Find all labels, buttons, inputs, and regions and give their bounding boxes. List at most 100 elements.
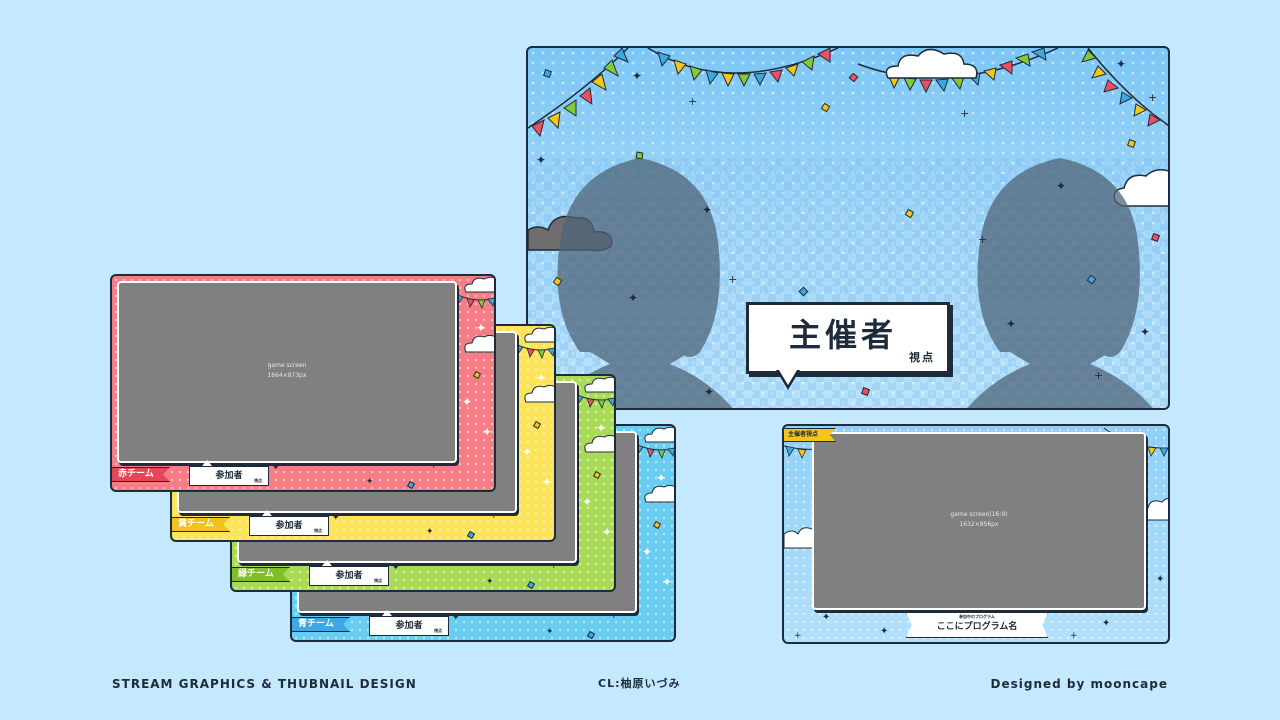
cloud-icon	[464, 334, 494, 353]
sparkle-icon: ✦	[642, 545, 653, 559]
sparkle-icon: ✦	[452, 613, 460, 623]
sparkle-icon: ✦	[1006, 317, 1017, 331]
screen-label-line-1: game screen	[267, 362, 307, 369]
screen-label-line-2: 1664×873px	[267, 372, 307, 379]
sparkle-icon: ✦	[482, 425, 493, 439]
participant-name-sub: 視点	[374, 578, 382, 583]
sparkle-icon: ✦	[582, 495, 593, 509]
sparkle-icon: ✦	[332, 513, 340, 523]
bunting-decoration	[632, 441, 674, 459]
sparkle-icon: ✦	[1102, 618, 1111, 629]
sparkle-icon: ✦	[1156, 574, 1165, 585]
sparkle-icon: ✦	[656, 471, 667, 485]
program-name-box: 参加中のプログラム ここにプログラム名	[906, 612, 1048, 638]
screen-label-line-1: game screen(16:9)	[950, 511, 1008, 518]
plus-sparkle-icon: +	[794, 631, 802, 641]
sparkle-icon: ✦	[596, 421, 607, 435]
host-caption-bubble: 主催者 視点	[746, 302, 950, 374]
team-tag: 青チーム	[292, 617, 350, 632]
program-name-caption: 参加中のプログラム	[959, 614, 995, 619]
plus-sparkle-icon: +	[610, 611, 618, 621]
participant-name: 参加者	[335, 571, 363, 581]
bubble-tail-inner	[779, 370, 797, 385]
participant-name-box: 参加者 視点	[189, 460, 269, 486]
sparkle-icon: ✦	[392, 563, 400, 573]
participant-name: 参加者	[395, 621, 423, 631]
participant-name-sub: 視点	[254, 478, 262, 483]
screen-size-label: game screen 1664×873px	[119, 361, 455, 381]
sparkle-icon: ✦	[486, 577, 494, 587]
sparkle-icon: ✦	[546, 627, 554, 637]
program-game-screen: game screen(16:9) 1632×856px	[812, 432, 1146, 610]
cloud-icon	[644, 484, 674, 503]
footer-client: CL:柚原いづみ	[598, 677, 681, 690]
participant-name-box: 参加者 視点	[369, 610, 449, 636]
participant-frame: ✦ ✦ ✦ ✦ ✦ + game screen 1664×873px 赤チーム …	[110, 274, 496, 492]
team-tag: 赤チーム	[112, 467, 170, 482]
plus-sparkle-icon: +	[550, 561, 558, 571]
bunting-decoration	[528, 48, 1168, 138]
sparkle-icon: ✦	[822, 612, 831, 623]
sparkle-icon: ✦	[1140, 325, 1151, 339]
plus-sparkle-icon: +	[688, 95, 698, 108]
plus-sparkle-icon: +	[728, 273, 738, 286]
team-tag: 黄チーム	[172, 517, 230, 532]
program-name: ここにプログラム名	[936, 622, 1018, 632]
participant-name-sub: 視点	[314, 528, 322, 533]
cloud-icon	[584, 376, 614, 393]
sparkle-icon: ✦	[272, 463, 280, 473]
sparkle-icon: ✦	[702, 203, 713, 217]
plus-sparkle-icon: +	[1148, 91, 1158, 104]
sparkle-icon: ✦	[628, 291, 639, 305]
plus-sparkle-icon: +	[1094, 369, 1104, 382]
cloud-icon	[885, 48, 978, 79]
team-tag: 緑チーム	[232, 567, 290, 582]
host-silhouette-right	[967, 158, 1153, 408]
host-caption-subtitle: 視点	[909, 351, 935, 364]
participant-name: 参加者	[215, 471, 243, 481]
plus-sparkle-icon: +	[430, 461, 438, 471]
footer-title: STREAM GRAPHICS & THUBNAIL DESIGN	[112, 677, 417, 691]
sparkle-icon: ✦	[476, 321, 487, 335]
sparkle-icon: ✦	[366, 477, 374, 487]
cloud-icon	[644, 426, 674, 443]
sparkle-icon: ✦	[536, 371, 547, 385]
host-view-tag: 主催者視点	[784, 428, 836, 442]
footer-credit: Designed by mooncape	[990, 677, 1168, 691]
cloud-icon	[584, 434, 614, 453]
participant-name-sub: 視点	[434, 628, 442, 633]
bunting-decoration	[572, 391, 614, 409]
sparkle-icon: ✦	[880, 626, 889, 637]
plus-sparkle-icon: +	[490, 511, 498, 521]
plus-sparkle-icon: +	[1070, 631, 1078, 641]
confetti	[635, 151, 644, 160]
plus-sparkle-icon: +	[978, 233, 988, 246]
cloud-icon	[784, 527, 818, 549]
screen-size-label: game screen(16:9) 1632×856px	[814, 510, 1144, 530]
participant-game-screen: game screen 1664×873px	[117, 281, 457, 463]
sparkle-icon: ✦	[542, 475, 553, 489]
sparkle-icon: ✦	[1056, 179, 1067, 193]
program-view-frame: ✦ ✦ ✦ ✦ + + game screen(16:9) 1632×856px…	[782, 424, 1170, 644]
host-silhouette-left	[547, 158, 733, 408]
cloud-icon	[524, 384, 554, 403]
host-view-frame: ✦ ✦ ✦ ✦ ✦ ✦ ✦ ✦ ✦ + + + + + + 主催者 視点	[526, 46, 1170, 410]
participant-name-box: 参加者 視点	[309, 560, 389, 586]
sparkle-icon: ✦	[522, 445, 533, 459]
screen-label-line-2: 1632×856px	[959, 521, 999, 528]
sparkle-icon: ✦	[662, 575, 673, 589]
bunting-decoration	[512, 341, 554, 359]
plus-sparkle-icon: +	[960, 107, 970, 120]
participant-name-box: 参加者 視点	[249, 510, 329, 536]
cloud-icon	[524, 326, 554, 343]
sparkle-icon: ✦	[462, 395, 473, 409]
sparkle-icon: ✦	[704, 385, 715, 399]
sparkle-icon: ✦	[426, 527, 434, 537]
sparkle-icon: ✦	[632, 69, 643, 83]
cloud-icon	[464, 276, 494, 293]
participant-name: 参加者	[275, 521, 303, 531]
host-caption-title: 主催者	[789, 316, 898, 354]
sparkle-icon: ✦	[536, 153, 547, 167]
sparkle-icon: ✦	[602, 525, 613, 539]
sparkle-icon: ✦	[1116, 57, 1127, 71]
